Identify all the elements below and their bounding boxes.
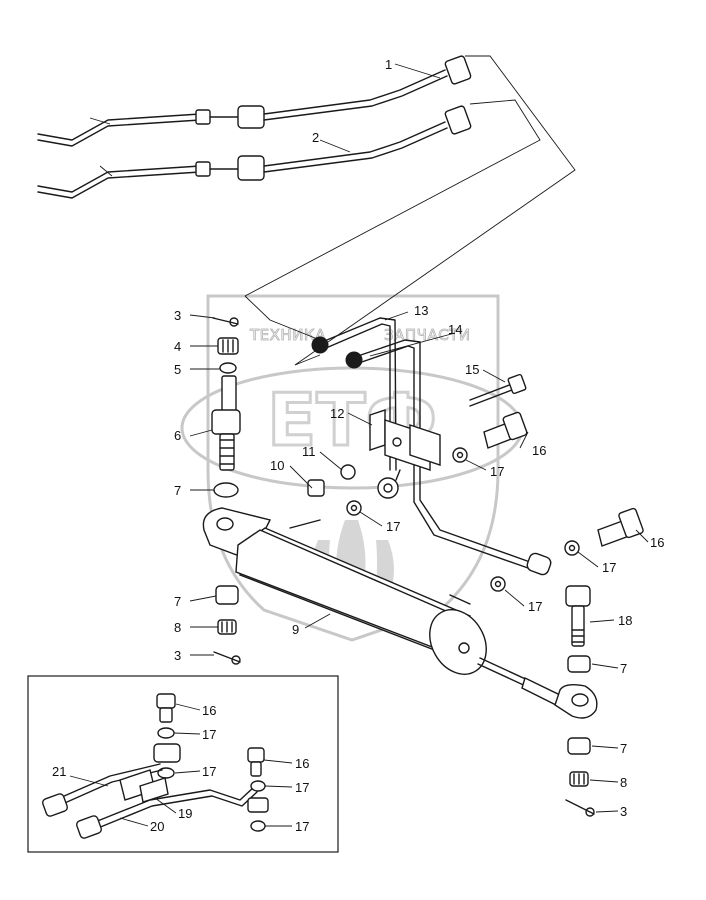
inset-washers-17-right [247, 780, 269, 832]
castle-nut-8-left [217, 619, 237, 635]
callout-10: 10 [270, 458, 284, 473]
bolt-16-upper [483, 411, 528, 449]
callout-3: 3 [174, 308, 181, 323]
callout-7: 7 [174, 483, 181, 498]
callout-3: 3 [174, 648, 181, 663]
bolt-16-right [597, 507, 644, 547]
inset-clamp-19 [119, 769, 169, 803]
inset-bolt-16-right [247, 747, 265, 777]
callout-5: 5 [174, 362, 181, 377]
callout-16: 16 [532, 443, 546, 458]
pipe-14 [345, 339, 552, 576]
callout-21: 21 [52, 764, 66, 779]
hose-2 [37, 105, 472, 199]
callout-16: 16 [295, 756, 309, 771]
callout-17: 17 [386, 519, 400, 534]
callout-7: 7 [174, 594, 181, 609]
clamp-12 [369, 409, 441, 471]
castle-nut-4 [217, 337, 239, 355]
nut-10 [307, 479, 325, 497]
callout-17: 17 [490, 464, 504, 479]
callout-17: 17 [602, 560, 616, 575]
callout-18: 18 [618, 613, 632, 628]
inset-bolt-16-left [156, 693, 176, 723]
callout-16: 16 [202, 703, 216, 718]
bolt-18 [565, 585, 591, 647]
callout-20: 20 [150, 819, 164, 834]
callout-19: 19 [178, 806, 192, 821]
callout-17: 17 [202, 764, 216, 779]
inset-washer-17-left-top [157, 727, 175, 739]
bolt-15 [469, 373, 527, 407]
callout-13: 13 [414, 303, 428, 318]
callout-2: 2 [312, 130, 319, 145]
connection-frame-lines [244, 55, 576, 366]
bolt-6 [211, 375, 241, 471]
inset-pipe-20 [76, 785, 258, 839]
cylinder-rod [477, 657, 598, 719]
callout-14: 14 [448, 322, 462, 337]
callout-1: 1 [385, 57, 392, 72]
callout-4: 4 [174, 339, 181, 354]
callout-7: 7 [620, 741, 627, 756]
inset-frame [27, 675, 339, 853]
callout-12: 12 [330, 406, 344, 421]
callout-3: 3 [620, 804, 627, 819]
spacer-7-right-top [567, 655, 591, 673]
hose-1 [37, 55, 472, 147]
callout-8: 8 [620, 775, 627, 790]
pin-3-top [212, 317, 239, 327]
washer-11 [340, 464, 356, 480]
watermark-line1: ТЕХНИКА [249, 326, 326, 344]
washer-5 [219, 362, 237, 374]
callout-16: 16 [650, 535, 664, 550]
callout-17: 17 [202, 727, 216, 742]
callout-labels: 1 2 3 4 5 6 7 7 8 3 9 10 11 12 13 14 15 … [52, 57, 664, 834]
callout-15: 15 [465, 362, 479, 377]
callout-8: 8 [174, 620, 181, 635]
callout-17: 17 [295, 819, 309, 834]
pin-3-right [565, 799, 595, 817]
callout-11: 11 [302, 444, 316, 459]
pin-3-left [213, 651, 241, 665]
callout-7: 7 [620, 661, 627, 676]
callout-17: 17 [528, 599, 542, 614]
callout-17: 17 [295, 780, 309, 795]
spacer-7-top [213, 482, 239, 498]
spacer-7-mid [215, 585, 239, 605]
castle-nut-8-right [569, 771, 589, 787]
cylinder-9 [202, 507, 487, 675]
banjo-fitting [377, 469, 401, 499]
spacer-7-right-bottom [567, 737, 591, 755]
washers-17-group [346, 447, 580, 592]
callout-6: 6 [174, 428, 181, 443]
leader-lines [69, 63, 649, 827]
callout-9: 9 [292, 622, 299, 637]
